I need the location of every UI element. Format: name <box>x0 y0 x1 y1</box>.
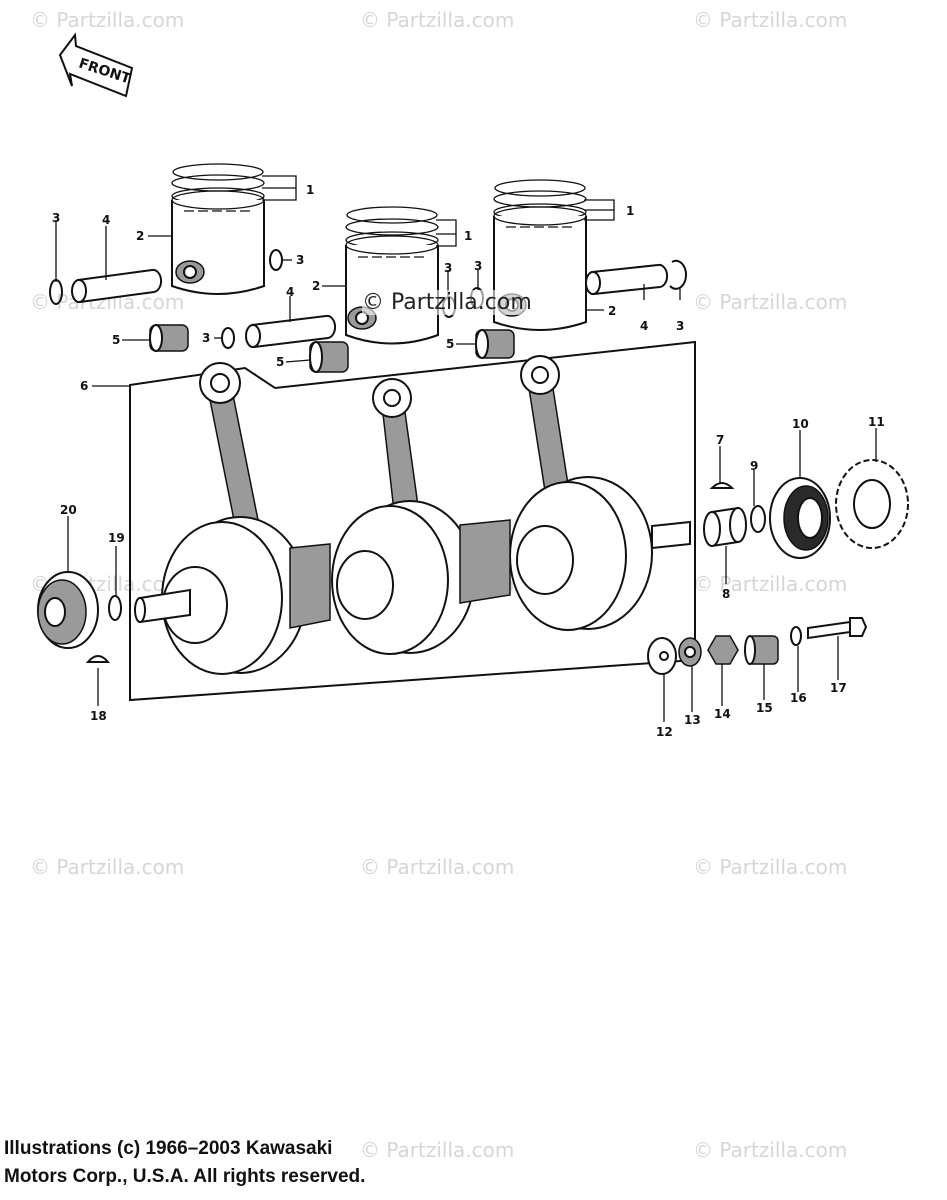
sprocket-11 <box>835 459 909 549</box>
callout-5: 5 <box>276 355 284 369</box>
watermark: © Partzilla.com <box>693 855 848 879</box>
needle-bearing-left <box>149 324 189 352</box>
watermark: © Partzilla.com <box>360 855 515 879</box>
nut-13 <box>678 637 702 667</box>
circlip-19 <box>108 595 122 621</box>
callout-11: 11 <box>868 415 885 429</box>
needle-bearing-middle <box>309 341 349 373</box>
callout-2: 2 <box>312 279 320 293</box>
callout-4: 4 <box>640 319 648 333</box>
callout-18: 18 <box>90 709 107 723</box>
callout-4: 4 <box>286 285 294 299</box>
callout-9: 9 <box>750 459 758 473</box>
watermark: © Partzilla.com <box>30 855 185 879</box>
callout-2: 2 <box>136 229 144 243</box>
watermark: © Partzilla.com <box>360 1138 515 1162</box>
watermark: © Partzilla.com <box>693 290 848 314</box>
piston-left <box>171 163 265 295</box>
callout-6: 6 <box>80 379 88 393</box>
watermark: © Partzilla.com <box>30 8 185 32</box>
piston-pin-right <box>585 263 669 296</box>
callout-7: 7 <box>716 433 724 447</box>
crankshaft-assembly-outline <box>129 340 696 702</box>
watermark: © Partzilla.com <box>360 8 515 32</box>
callout-14: 14 <box>714 707 731 721</box>
woodruff-key-7 <box>709 482 735 489</box>
callout-1: 1 <box>464 229 472 243</box>
woodruff-key-18 <box>85 655 111 663</box>
callout-3: 3 <box>444 261 452 275</box>
callout-4: 4 <box>102 213 110 227</box>
callout-3: 3 <box>474 259 482 273</box>
callout-19: 19 <box>108 531 125 545</box>
callout-15: 15 <box>756 701 773 715</box>
piston-middle <box>345 206 439 345</box>
lock-washer-12 <box>647 637 677 675</box>
callout-5: 5 <box>112 333 120 347</box>
callout-12: 12 <box>656 725 673 739</box>
piston-pin-left <box>71 268 163 304</box>
needle-bearing-right <box>475 329 515 359</box>
callout-2: 2 <box>608 304 616 318</box>
oil-seal-10 <box>769 477 831 559</box>
watermark: © Partzilla.com <box>693 8 848 32</box>
washer-16 <box>790 626 802 646</box>
callout-8: 8 <box>722 587 730 601</box>
copyright-line-2: Motors Corp., U.S.A. All rights reserved… <box>4 1166 366 1187</box>
center-watermark: © Partzilla.com <box>362 290 532 315</box>
pulley-15 <box>744 635 779 665</box>
callout-13: 13 <box>684 713 701 727</box>
rotor-cover-20 <box>37 571 99 649</box>
callout-10: 10 <box>792 417 809 431</box>
callout-3: 3 <box>52 211 60 225</box>
bolt-17 <box>807 617 868 640</box>
piston-pin-middle <box>245 314 337 349</box>
callout-17: 17 <box>830 681 847 695</box>
callout-3: 3 <box>676 319 684 333</box>
watermark: © Partzilla.com <box>693 572 848 596</box>
hex-nut-14 <box>707 635 739 665</box>
callout-3: 3 <box>202 331 210 345</box>
callout-1: 1 <box>626 204 634 218</box>
callout-numbers: 1 1 1 2 2 2 3 3 3 3 3 3 4 4 4 5 5 5 6 7 … <box>52 183 885 739</box>
callout-3: 3 <box>296 253 304 267</box>
callout-5: 5 <box>446 337 454 351</box>
crank-webs <box>134 476 691 675</box>
watermark: © Partzilla.com <box>693 1138 848 1162</box>
front-arrow-icon: FRONT <box>58 32 134 98</box>
copyright-line-1: Illustrations (c) 1966–2003 Kawasaki <box>4 1138 333 1159</box>
callout-16: 16 <box>790 691 807 705</box>
callout-20: 20 <box>60 503 77 517</box>
spacer-8 <box>703 506 747 548</box>
copyright-notice: Illustrations (c) 1966–2003 Kawasaki Mot… <box>4 1135 365 1191</box>
callout-1: 1 <box>306 183 314 197</box>
o-ring-9 <box>750 505 766 533</box>
